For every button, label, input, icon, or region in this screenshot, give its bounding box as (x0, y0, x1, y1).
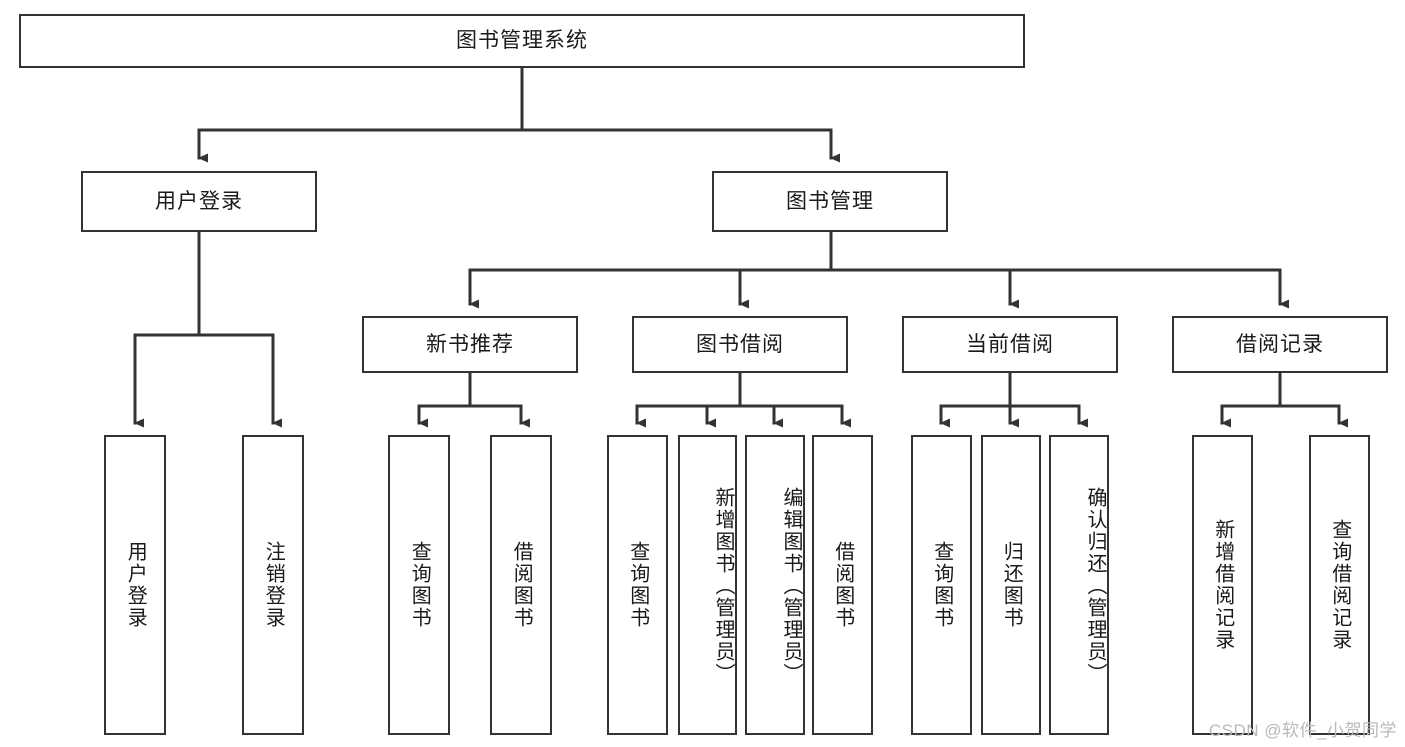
node-leaf-current-borrow-query-books[interactable]: 查询图书 (911, 435, 972, 735)
node-leaf-book-borrow-query-books[interactable]: 查询图书 (607, 435, 668, 735)
node-leaf-user-login-signin[interactable]: 用户登录 (104, 435, 166, 735)
node-leaf-borrow-record-add-record[interactable]: 新增借阅记录 (1192, 435, 1253, 735)
node-book-borrowing[interactable]: 图书借阅 (632, 316, 848, 373)
node-leaf-book-borrow-borrow-books[interactable]: 借阅图书 (812, 435, 873, 735)
node-borrow-record[interactable]: 借阅记录 (1172, 316, 1388, 373)
node-leaf-user-login-signout[interactable]: 注销登录 (242, 435, 304, 735)
node-current-borrowing[interactable]: 当前借阅 (902, 316, 1118, 373)
node-leaf-book-borrow-add-book-admin[interactable]: 新增图书（管理员） (678, 435, 737, 735)
node-root-book-management-system[interactable]: 图书管理系统 (19, 14, 1025, 68)
node-user-login[interactable]: 用户登录 (81, 171, 317, 232)
node-leaf-borrow-record-query-record[interactable]: 查询借阅记录 (1309, 435, 1370, 735)
node-leaf-book-borrow-edit-book-admin[interactable]: 编辑图书（管理员） (745, 435, 805, 735)
node-leaf-new-book-query-books[interactable]: 查询图书 (388, 435, 450, 735)
csdn-watermark: CSDN @软件_小贺同学 (1208, 721, 1397, 740)
node-new-book-recommendation[interactable]: 新书推荐 (362, 316, 578, 373)
node-leaf-current-borrow-confirm-return-admin[interactable]: 确认归还（管理员） (1049, 435, 1109, 735)
node-leaf-new-book-borrow-books[interactable]: 借阅图书 (490, 435, 552, 735)
node-leaf-current-borrow-return-books[interactable]: 归还图书 (981, 435, 1041, 735)
node-book-management[interactable]: 图书管理 (712, 171, 948, 232)
